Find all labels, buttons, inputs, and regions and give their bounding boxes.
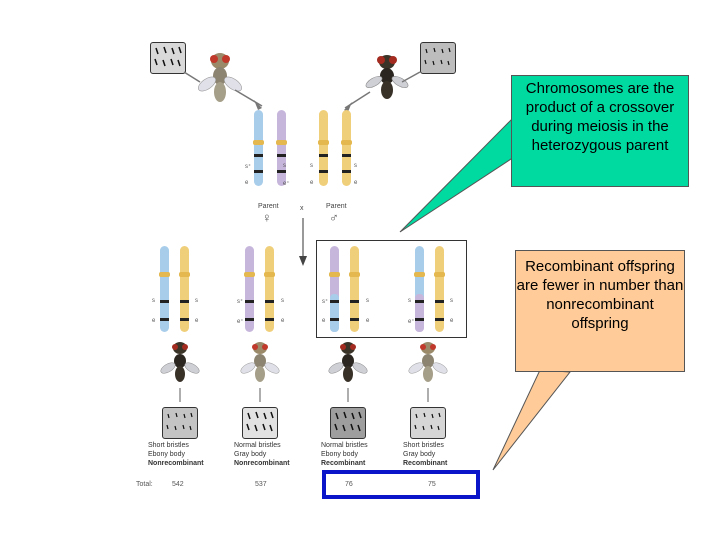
female-parent-label: Parent: [258, 203, 279, 210]
male-parent-label: Parent: [326, 203, 347, 210]
allele-label: e⁺: [237, 319, 244, 325]
parent-female-fly-icon: [198, 53, 242, 102]
bristle-pattern-icon: [414, 412, 441, 431]
parent-male-bristle-swatch: [420, 42, 456, 74]
offspring-fly-ebony-short-icon: [160, 342, 200, 382]
bristle-pattern-icon: [166, 412, 193, 431]
allele-label: s: [354, 163, 357, 169]
male-symbol-icon: ♂: [329, 210, 339, 225]
crossover-callout: Chromosomes are the product of a crossov…: [511, 75, 689, 187]
parent-female-bristle-swatch: [150, 42, 186, 74]
allele-label: s: [283, 163, 286, 169]
offspring-fly-gray-short-icon: [408, 342, 448, 382]
allele-label: e: [195, 318, 199, 324]
offspring-fly-gray-normal-icon: [240, 342, 280, 382]
offspring-bristle-swatch: [330, 407, 366, 439]
allele-label: s: [366, 298, 369, 304]
total-value: 542: [172, 481, 184, 488]
allele-label: e: [310, 180, 314, 186]
chromosome-purple: [277, 110, 286, 186]
parent-chromosomes: [253, 110, 352, 186]
recombinant-chromosomes-box: [316, 240, 467, 338]
bristle-pattern-icon: [334, 411, 362, 432]
allele-label: s⁺: [245, 164, 252, 170]
offspring-bristle-swatch: [410, 407, 446, 439]
parent-male-fly-icon: [365, 55, 409, 99]
allele-label: s⁺: [322, 299, 329, 305]
total-value: 75: [428, 481, 436, 488]
total-value: 537: [255, 481, 267, 488]
offspring-bristle-swatch: [242, 407, 278, 439]
allele-label: e: [450, 318, 454, 324]
chromosome-yellow: [342, 110, 351, 186]
allele-label: s: [281, 298, 284, 304]
bristle-pattern-icon: [154, 46, 182, 67]
allele-label: e⁺: [283, 181, 290, 187]
offspring-fly-ebony-normal-icon: [328, 342, 368, 382]
allele-label: s: [310, 163, 313, 169]
allele-label: e: [354, 180, 358, 186]
allele-label: s: [152, 298, 155, 304]
allele-label: s⁺: [237, 299, 244, 305]
recombinant-totals-highlight: [322, 470, 480, 499]
chromosome-yellow: [319, 110, 328, 186]
bristle-pattern-icon: [424, 47, 451, 66]
chromosome-blue: [254, 110, 263, 186]
allele-label: s: [450, 298, 453, 304]
allele-label: e: [245, 180, 249, 186]
cross-symbol: x: [300, 205, 304, 212]
recombinant-callout: Recombinant offspring are fewer in numbe…: [515, 250, 685, 372]
allele-label: e: [152, 318, 156, 324]
allele-label: e: [322, 318, 326, 324]
offspring-bristle-swatch: [162, 407, 198, 439]
totals-label: Total:: [136, 481, 153, 488]
allele-label: e: [281, 318, 285, 324]
offspring-chromosomes: [159, 246, 445, 332]
female-symbol-icon: ♀: [262, 210, 272, 225]
allele-label: e: [366, 318, 370, 324]
bristle-pattern-icon: [246, 411, 274, 432]
allele-label: s: [195, 298, 198, 304]
total-value: 76: [345, 481, 353, 488]
allele-label: e⁺: [408, 319, 415, 325]
allele-label: s: [408, 298, 411, 304]
